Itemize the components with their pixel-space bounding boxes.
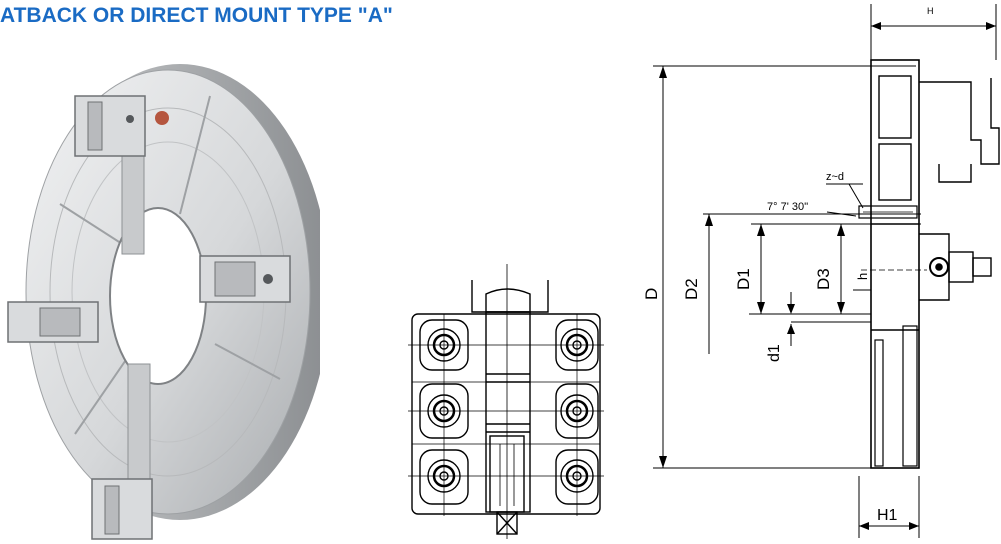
dim-d3-label: D3 <box>814 268 833 290</box>
dim-zd-label: z~d <box>826 171 844 183</box>
dim-d-label: D <box>642 288 661 300</box>
jaw-right <box>199 255 291 303</box>
section-drawing: H D D2 D1 D3 d1 h z~d 7° 7' 30'' <box>642 4 1000 538</box>
dim-d1-label: D1 <box>734 268 753 290</box>
brand-badge <box>155 111 169 125</box>
jaw-detail-drawing <box>408 264 604 539</box>
page-title: ATBACK OR DIRECT MOUNT TYPE "A" <box>0 4 393 27</box>
dim-h1-label: H1 <box>877 507 898 524</box>
dim-h-label: H <box>927 6 934 16</box>
dim-d1-small-label: d1 <box>766 344 783 362</box>
screw-head <box>496 511 518 535</box>
jaw-left <box>7 301 99 343</box>
chuck-photo <box>7 64 320 540</box>
jaw-bottom <box>91 478 153 540</box>
dim-taper-label: 7° 7' 30'' <box>767 201 808 213</box>
jaw-top <box>74 95 146 157</box>
dim-h-small-label: h <box>855 273 870 280</box>
chuck-body-section <box>870 59 920 469</box>
clamp-bolt <box>929 257 949 277</box>
dim-d2-label: D2 <box>682 278 701 300</box>
bolt-hole-grid <box>419 319 599 505</box>
jaw-plate <box>411 313 601 515</box>
